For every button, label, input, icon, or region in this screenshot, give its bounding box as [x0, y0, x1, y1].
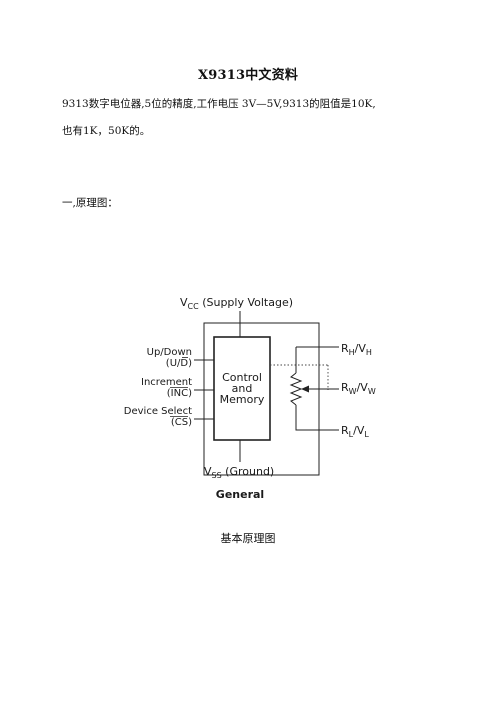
block-label-and: and	[232, 382, 253, 395]
general-label: General	[216, 488, 264, 501]
rw-label: RW/VW	[341, 381, 376, 396]
section-heading: 一,原理图：	[62, 197, 118, 209]
vcc-label: VCC (Supply Voltage)	[180, 296, 293, 311]
rl-label: RL/VL	[341, 424, 369, 439]
intro-paragraph: 9313数字电位器,5位的精度,工作电压 3V—5V,9313的阻值是10K, …	[62, 96, 442, 140]
document-title: X9313中文资料	[197, 68, 299, 83]
device-select-pin-label: (CS)	[171, 417, 192, 428]
resistor-zigzag	[289, 372, 303, 406]
intro-line-2: 也有1K，50K的。	[62, 125, 151, 137]
intro-line-1: 9313数字电位器,5位的精度,工作电压 3V—5V,9313的阻值是10K,	[62, 98, 376, 110]
increment-label: Increment	[141, 377, 192, 388]
device-select-label: Device Select	[124, 406, 192, 417]
wiper-arrowhead	[301, 385, 309, 393]
potentiometer-bottom-wire	[295, 405, 339, 431]
block-label-control: Control	[222, 371, 262, 384]
package-outline	[203, 322, 320, 476]
block-label-memory: Memory	[220, 393, 265, 406]
increment-pin-label: (INC)	[167, 388, 192, 399]
figure-caption: 基本原理图	[220, 532, 276, 545]
control-memory-block	[213, 336, 271, 441]
block-diagram: VCC (Supply Voltage) Control and Memory …	[124, 296, 376, 501]
updown-label: Up/Down	[147, 347, 192, 358]
vss-label: VSS (Ground)	[204, 465, 274, 480]
rh-label: RH/VH	[341, 342, 372, 357]
updown-pin-label: (U/D)	[166, 358, 192, 369]
